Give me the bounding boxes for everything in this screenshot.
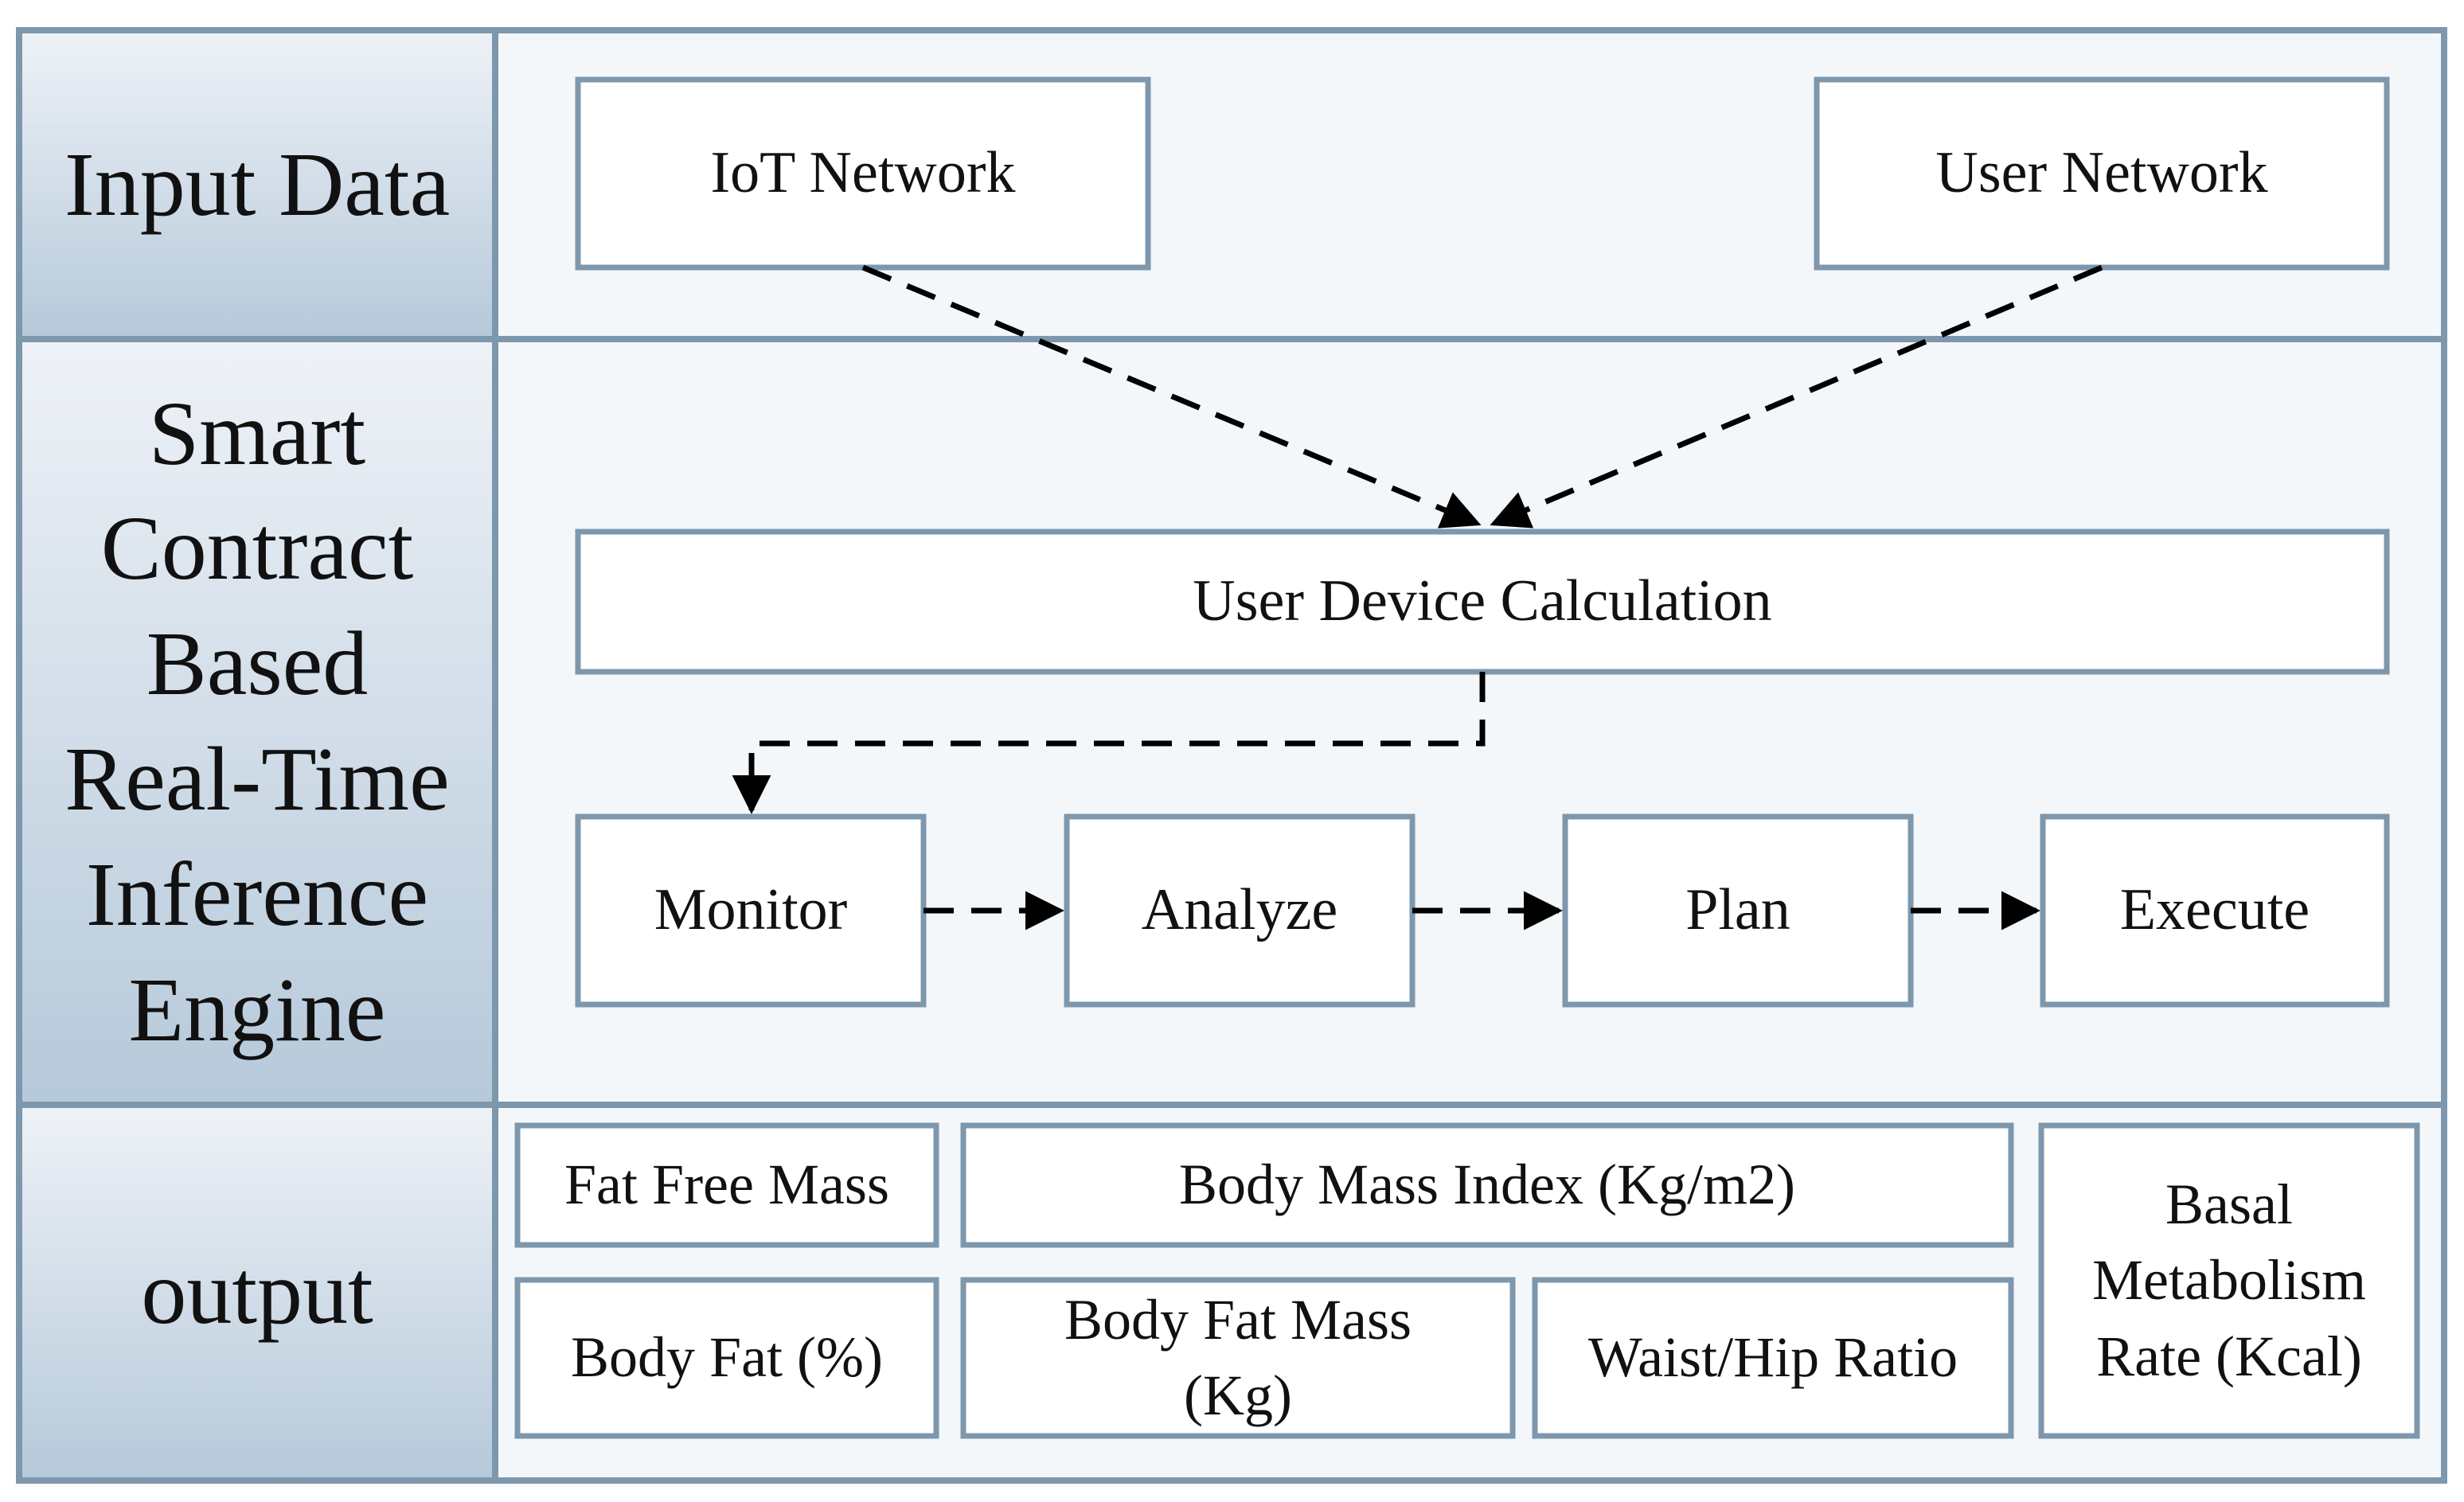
label-user-network: User Network xyxy=(1820,83,2384,264)
label-execute: Execute xyxy=(2046,820,2384,1001)
label-plan: Plan xyxy=(1568,820,1908,1001)
edge-user-to-calculation xyxy=(1490,264,2103,529)
node-monitor xyxy=(575,813,927,1008)
label-analyze-text: Analyze xyxy=(1141,877,1338,943)
label-body-fat: Body Fat (%) xyxy=(521,1283,933,1433)
label-plan-text: Plan xyxy=(1685,877,1790,943)
lane-label-output-text: output xyxy=(141,1241,373,1343)
lane-label-engine-line: Real-Time xyxy=(64,728,450,829)
node-plan xyxy=(1562,813,1914,1008)
lane-label-engine: Smart Contract Based Real-Time Inference… xyxy=(22,342,492,1102)
label-iot-network: IoT Network xyxy=(581,83,1145,264)
lane-header-output xyxy=(16,1102,498,1484)
lane-label-input: Input Data xyxy=(22,33,492,336)
label-body-fat-text: Body Fat (%) xyxy=(571,1325,883,1390)
node-waist-hip-ratio xyxy=(1532,1277,2014,1439)
lane-header-input xyxy=(16,27,498,342)
node-user-device-calculation xyxy=(575,529,2390,675)
label-basal-metabolism-rate-line: Basal xyxy=(2165,1172,2293,1237)
lane-header-engine xyxy=(16,336,498,1108)
node-basal-metabolism-rate xyxy=(2038,1122,2420,1439)
label-monitor: Monitor xyxy=(581,820,920,1001)
label-iot-network-text: IoT Network xyxy=(710,140,1016,206)
label-monitor-text: Monitor xyxy=(654,877,848,943)
lane-label-engine-line: Smart xyxy=(148,382,366,484)
label-fat-free-mass: Fat Free Mass xyxy=(521,1129,933,1242)
edge-iot-to-calculation xyxy=(861,264,1482,529)
label-body-fat-mass-line: (Kg) xyxy=(1184,1364,1292,1427)
label-fat-free-mass-text: Fat Free Mass xyxy=(564,1153,889,1217)
lane-label-engine-line: Engine xyxy=(128,958,386,1060)
label-basal-metabolism-rate-line: Rate (Kcal) xyxy=(2096,1324,2362,1388)
node-iot-network xyxy=(575,76,1151,271)
node-body-mass-index xyxy=(960,1122,2014,1248)
label-body-fat-mass: Body Fat Mass (Kg) xyxy=(966,1283,1509,1433)
lane-label-input-text: Input Data xyxy=(64,133,451,235)
node-fat-free-mass xyxy=(514,1122,939,1248)
edge-calculation-to-monitor xyxy=(732,672,1486,814)
label-body-mass-index: Body Mass Index (Kg/m2) xyxy=(966,1129,2008,1242)
node-analyze xyxy=(1064,813,1416,1008)
label-user-network-text: User Network xyxy=(1935,140,2268,206)
label-basal-metabolism-rate-line: Metabolism xyxy=(2092,1248,2366,1313)
label-basal-metabolism-rate: Basal Metabolism Rate (Kcal) xyxy=(2044,1129,2414,1433)
label-execute-text: Execute xyxy=(2119,877,2310,943)
node-body-fat xyxy=(514,1277,939,1439)
lane-label-engine-line: Based xyxy=(146,613,369,715)
label-user-device-calculation-text: User Device Calculation xyxy=(1193,568,1772,634)
lane-label-engine-line: Contract xyxy=(100,497,414,599)
node-user-network xyxy=(1814,76,2390,271)
lane-label-engine-line: Inference xyxy=(85,843,429,945)
label-analyze: Analyze xyxy=(1070,820,1409,1001)
label-waist-hip-ratio-text: Waist/Hip Ratio xyxy=(1587,1325,1958,1390)
label-body-fat-mass-line: Body Fat Mass xyxy=(1064,1287,1412,1352)
label-body-mass-index-text: Body Mass Index (Kg/m2) xyxy=(1179,1153,1795,1217)
lane-label-output: output xyxy=(22,1108,492,1477)
node-execute xyxy=(2040,813,2390,1008)
label-waist-hip-ratio: Waist/Hip Ratio xyxy=(1538,1283,2008,1433)
node-body-fat-mass xyxy=(960,1277,1516,1439)
label-user-device-calculation: User Device Calculation xyxy=(581,535,2384,669)
